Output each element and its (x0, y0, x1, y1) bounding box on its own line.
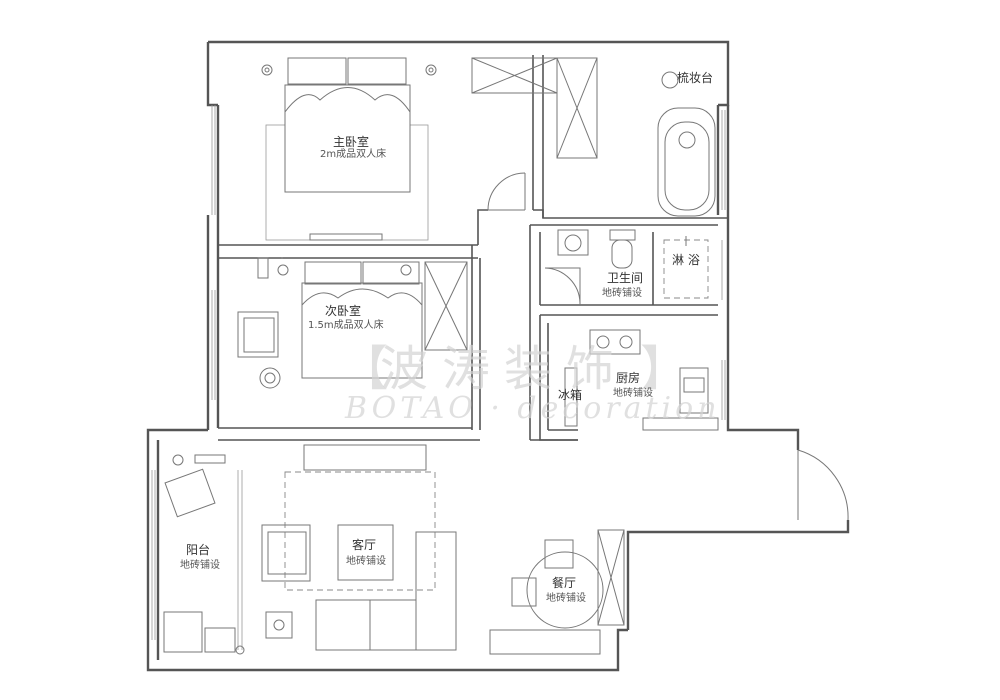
watermark: 【 波涛装饰 】 BOTAO · decoration (340, 341, 721, 426)
wardrobe (471, 57, 598, 159)
note-kitchen: 地砖铺设 (613, 386, 653, 399)
balcony-fixtures (163, 454, 245, 655)
label-master-bedroom: 主卧室 (333, 134, 369, 149)
note-master-bedroom: 2m成品双人床 (320, 147, 386, 160)
label-dresser: 梳妆台 (677, 70, 713, 85)
label-shower: 淋 浴 (672, 253, 700, 267)
dining-furniture (489, 529, 625, 655)
label-second-bedroom: 次卧室 (325, 303, 361, 318)
kitchen-fixtures (564, 329, 719, 431)
watermark-bracket-left: 【 (340, 341, 402, 397)
note-second-bedroom: 1.5m成品双人床 (308, 318, 384, 331)
second-bed (237, 261, 468, 389)
bathroom-fixtures (557, 229, 709, 299)
label-fridge: 冰箱 (558, 387, 582, 402)
note-living-room: 地砖铺设 (346, 554, 386, 567)
interior-walls (218, 55, 728, 441)
label-bathroom: 卫生间 (607, 271, 643, 285)
living-room-furniture (261, 444, 457, 651)
label-kitchen: 厨房 (616, 370, 640, 385)
note-bathroom: 地砖铺设 (602, 286, 642, 299)
label-dining-room: 餐厅 (552, 575, 576, 590)
label-living-room: 客厅 (352, 537, 376, 552)
master-bed (261, 57, 437, 241)
note-balcony: 地砖铺设 (180, 558, 220, 571)
doors (487, 172, 849, 521)
label-balcony: 阳台 (186, 542, 210, 557)
dresser-and-tub (657, 71, 716, 217)
room-labels: 主卧室 2m成品双人床 梳妆台 卫生间 地砖铺设 淋 浴 次卧室 1.5m成品双… (180, 70, 713, 604)
watermark-chinese: 波涛装饰 (380, 341, 628, 397)
windows (151, 105, 726, 650)
note-dining-room: 地砖铺设 (546, 591, 586, 604)
outer-walls (146, 40, 850, 672)
watermark-english: BOTAO · decoration (344, 391, 721, 426)
watermark-bracket-right: 】 (640, 341, 702, 397)
